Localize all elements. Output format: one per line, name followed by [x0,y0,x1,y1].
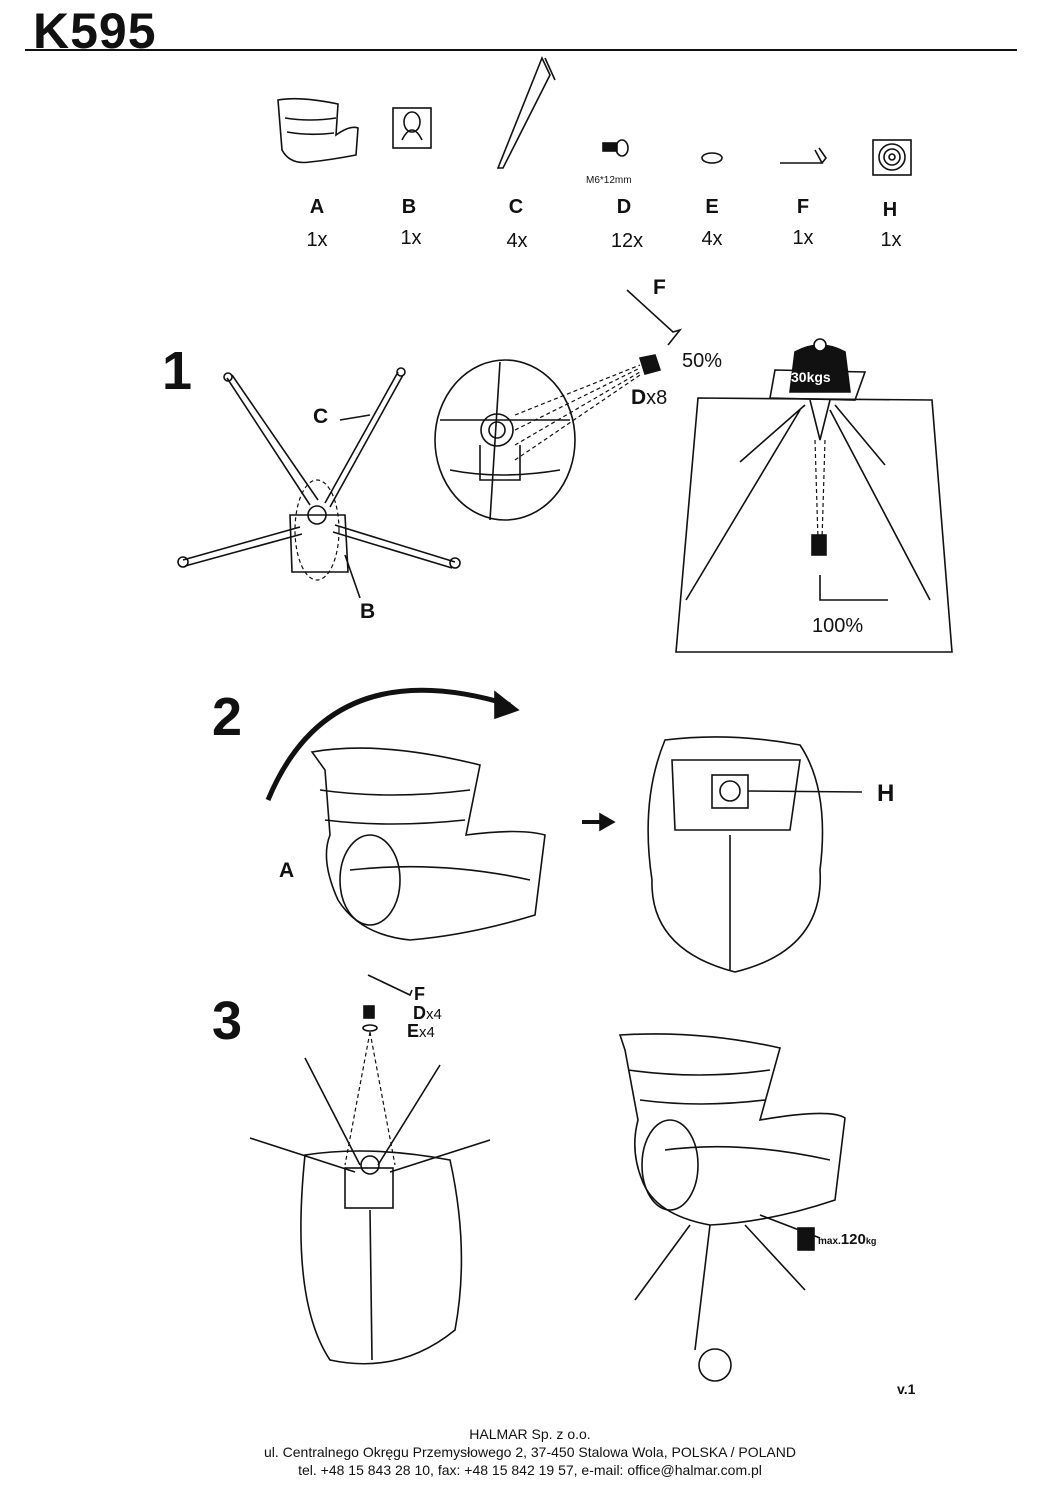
max-unit: kg [865,1236,877,1246]
footer-contact: tel. +48 15 843 28 10, fax: +48 15 842 1… [298,1462,762,1478]
flip-arrow [265,687,511,801]
version-label: v.1 [897,1381,916,1397]
step3-d-count: x4 [426,1006,442,1023]
part-d-count: 12x [610,230,644,252]
title-divider [25,49,1017,51]
step2-chair-drawing [310,747,546,941]
footer: HALMAR Sp. z o.o. ul. Centralnego Okręgu… [0,1425,1060,1479]
step1-tighten-100: 100% [812,615,864,637]
step2-label-a: A [279,859,295,882]
part-c-leg-icon [496,55,556,169]
step1-d-quantity: Dx8 [631,386,667,410]
part-h-label: H [882,199,898,221]
part-d-label: D [616,196,632,218]
part-b-label: B [401,196,417,218]
part-f-allen-key-icon [780,147,827,164]
step3-label-d: D [413,1003,426,1023]
step1-tighten-50: 50% [682,350,723,372]
step-1-number: 1 [162,341,193,401]
step1-d-count: x8 [646,387,668,409]
step3-hardware-drawing [344,974,413,1166]
step3-e-quantity: Ex4 [407,1021,435,1042]
part-e-count: 4x [701,228,723,250]
step3-label-e: E [407,1021,420,1041]
part-h-swivel-plate-icon [872,139,912,176]
footer-company: HALMAR Sp. z o.o. [469,1426,591,1442]
part-e-washer-icon [701,152,723,164]
max-prefix: max. [818,1236,841,1247]
step1-label-b: B [360,600,376,623]
step-3-number: 3 [212,991,243,1051]
part-d-bolt-icon [602,139,629,157]
step1-label-c: C [313,405,329,428]
flip-arrow-head [494,690,520,720]
part-h-count: 1x [880,229,902,251]
step1-detail-circle-drawing [434,289,683,521]
part-c-count: 4x [506,230,528,252]
part-e-label: E [705,196,719,218]
step2-chair-bottom-drawing [647,736,863,973]
step1-weight-press-drawing [675,338,953,653]
footer-address: ul. Centralnego Okręgu Przemysłowego 2, … [263,1444,796,1460]
max-load-label: max.120kg [818,1231,876,1249]
step1-label-f: F [653,276,666,299]
step3-d-quantity: Dx4 [413,1003,442,1024]
part-d-spec: M6*12mm [586,175,632,186]
part-a-chair-icon [277,97,359,164]
step3-finished-chair-drawing [618,1033,846,1382]
part-b-base-plate-icon [392,107,432,149]
part-c-label: C [508,196,524,218]
part-f-label: F [796,196,810,218]
step1-base-legs-drawing [177,367,461,599]
step1-weight-label: 30kgs [791,369,831,385]
step2-label-h: H [877,780,895,807]
part-b-count: 1x [400,227,422,249]
next-arrow-head [599,812,616,832]
part-a-label: A [309,196,325,218]
step3-base-on-chair-drawing [249,1057,491,1365]
max-value: 120 [840,1231,866,1248]
step1-label-d: D [631,386,647,409]
step3-label-f: F [414,984,425,1004]
step3-e-count: x4 [419,1024,435,1041]
part-a-count: 1x [306,229,328,251]
part-f-count: 1x [792,227,814,249]
step-2-number: 2 [212,687,243,747]
